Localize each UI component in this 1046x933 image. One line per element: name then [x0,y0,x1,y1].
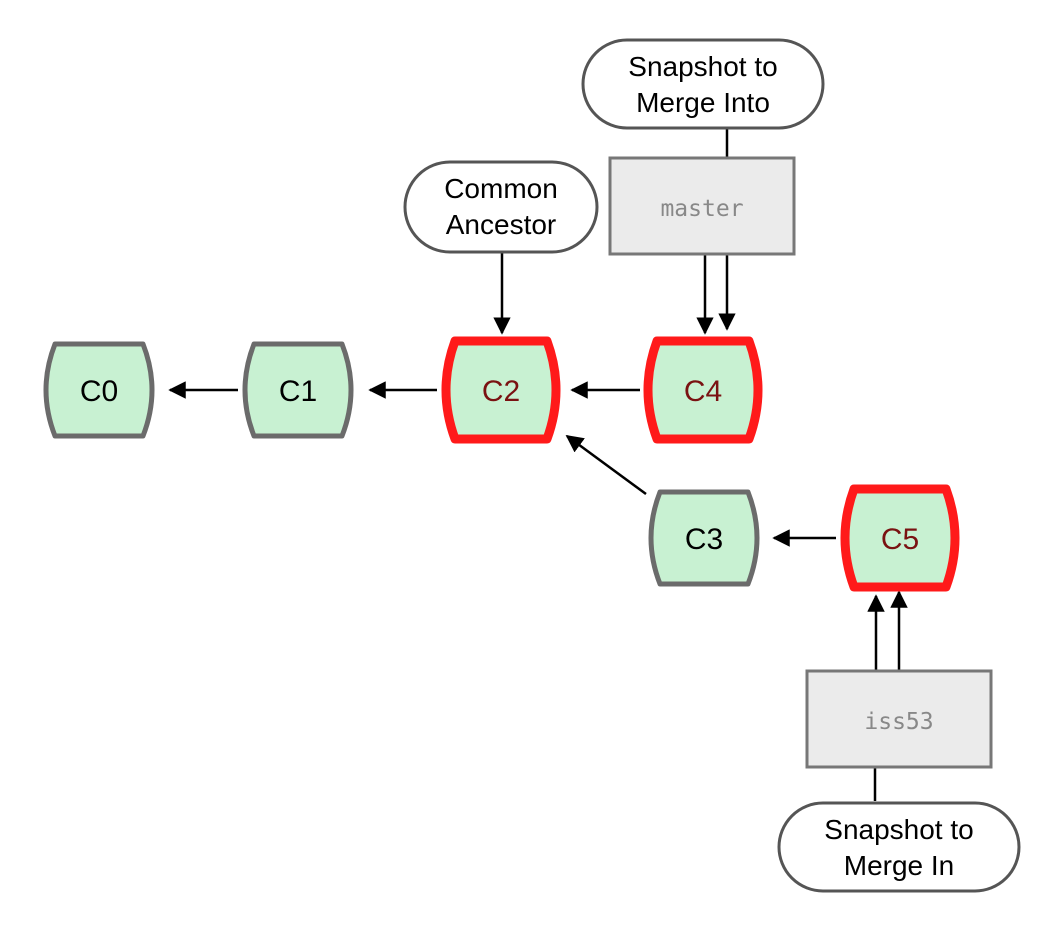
callout-merge-in-line-1: Snapshot to [824,814,973,845]
commit-c1: C1 [242,341,354,439]
commit-c2-label: C2 [482,375,520,408]
commit-c3-label: C3 [685,523,723,556]
commit-c5: C5 [840,484,960,592]
commit-c4: C4 [643,336,763,444]
branch-iss53: iss53 [805,669,993,769]
arrow-c3-to-c2 [565,434,647,496]
callout-merge-into-line-1: Snapshot to [628,51,777,82]
callout-merge-in-line-2: Merge In [844,850,955,881]
branch-master: master [608,156,796,256]
commit-c2-shape [441,336,561,444]
commit-c3-shape [648,489,760,587]
commit-c4-shape [643,336,763,444]
edges [168,128,908,801]
callout-merge-in: Snapshot to Merge In [777,801,1021,893]
commit-c4-label: C4 [684,375,722,408]
commit-c0-label: C0 [80,375,118,408]
branch-iss53-label: iss53 [864,709,933,735]
commit-c2: C2 [441,336,561,444]
commit-c1-shape [242,341,354,439]
commit-c0: C0 [43,341,155,439]
callout-common-ancestor: Common Ancestor [403,160,599,254]
commit-c0-shape [43,341,155,439]
branch-master-label: master [660,196,743,222]
callout-common-ancestor-line-1: Common [444,173,558,204]
commit-c5-shape [840,484,960,592]
callout-merge-into-line-2: Merge Into [636,87,770,118]
commit-c3: C3 [648,489,760,587]
callout-merge-into: Snapshot to Merge Into [581,38,825,130]
commit-c1-label: C1 [279,375,317,408]
callout-common-ancestor-line-2: Ancestor [446,209,557,240]
commit-c5-label: C5 [881,523,919,556]
